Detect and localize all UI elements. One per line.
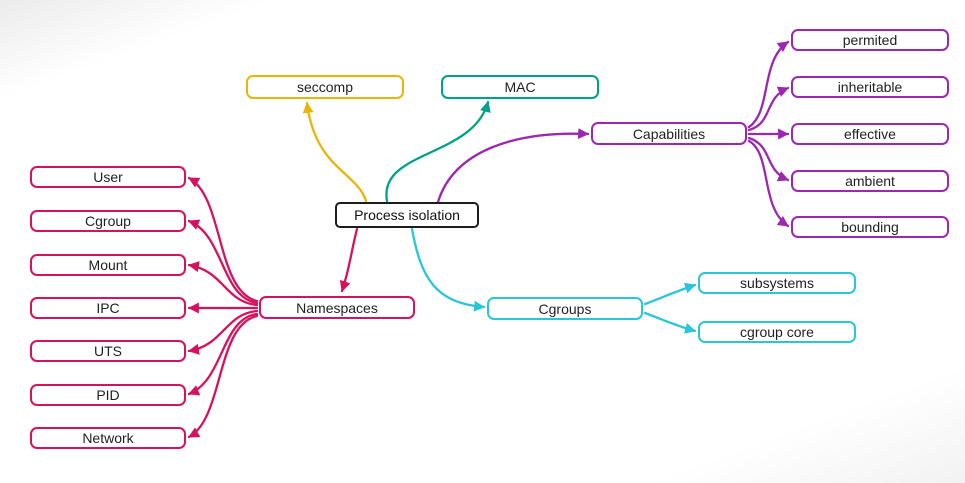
node-permited[interactable]: permited — [791, 29, 949, 51]
edge-root-namespaces — [339, 227, 359, 293]
edge-capabilities-inheritable — [747, 86, 790, 132]
edge-namespaces-user — [187, 176, 259, 303]
node-cgroup-core[interactable]: cgroup core — [698, 321, 856, 343]
node-user[interactable]: User — [30, 166, 186, 188]
node-seccomp[interactable]: seccomp — [246, 75, 404, 99]
edge-namespaces-cgroup — [187, 219, 259, 305]
edge-capabilities-bounding — [747, 139, 790, 228]
node-cgroups[interactable]: Cgroups — [487, 297, 643, 320]
node-effective[interactable]: effective — [791, 123, 949, 145]
edge-namespaces-uts — [187, 309, 259, 355]
edge-root-seccomp — [302, 101, 368, 203]
edge-root-mac — [385, 100, 491, 203]
edge-namespaces-network — [187, 314, 259, 439]
edge-root-capabilities — [436, 128, 590, 204]
edge-namespaces-pid — [187, 312, 259, 396]
edge-cgroups-cgroup-core — [643, 311, 697, 334]
node-ambient[interactable]: ambient — [791, 170, 949, 192]
node-network[interactable]: Network — [30, 427, 186, 449]
node-subsystems[interactable]: subsystems — [698, 272, 856, 294]
node-ipc[interactable]: IPC — [30, 297, 186, 319]
edge-cgroups-subsystems — [643, 282, 697, 306]
edge-capabilities-permited — [747, 40, 790, 129]
edge-root-cgroups — [410, 227, 486, 312]
node-cgroup[interactable]: Cgroup — [30, 210, 186, 232]
node-capabilities[interactable]: Capabilities — [591, 122, 747, 145]
node-mount[interactable]: Mount — [30, 254, 186, 276]
edge-capabilities-ambient — [747, 136, 790, 182]
node-bounding[interactable]: bounding — [791, 216, 949, 238]
node-inheritable[interactable]: inheritable — [791, 76, 949, 98]
node-namespaces[interactable]: Namespaces — [259, 296, 415, 319]
edge-namespaces-mount — [187, 261, 259, 307]
node-uts[interactable]: UTS — [30, 340, 186, 362]
node-pid[interactable]: PID — [30, 384, 186, 406]
node-process-isolation[interactable]: Process isolation — [335, 202, 479, 228]
node-mac[interactable]: MAC — [441, 75, 599, 99]
